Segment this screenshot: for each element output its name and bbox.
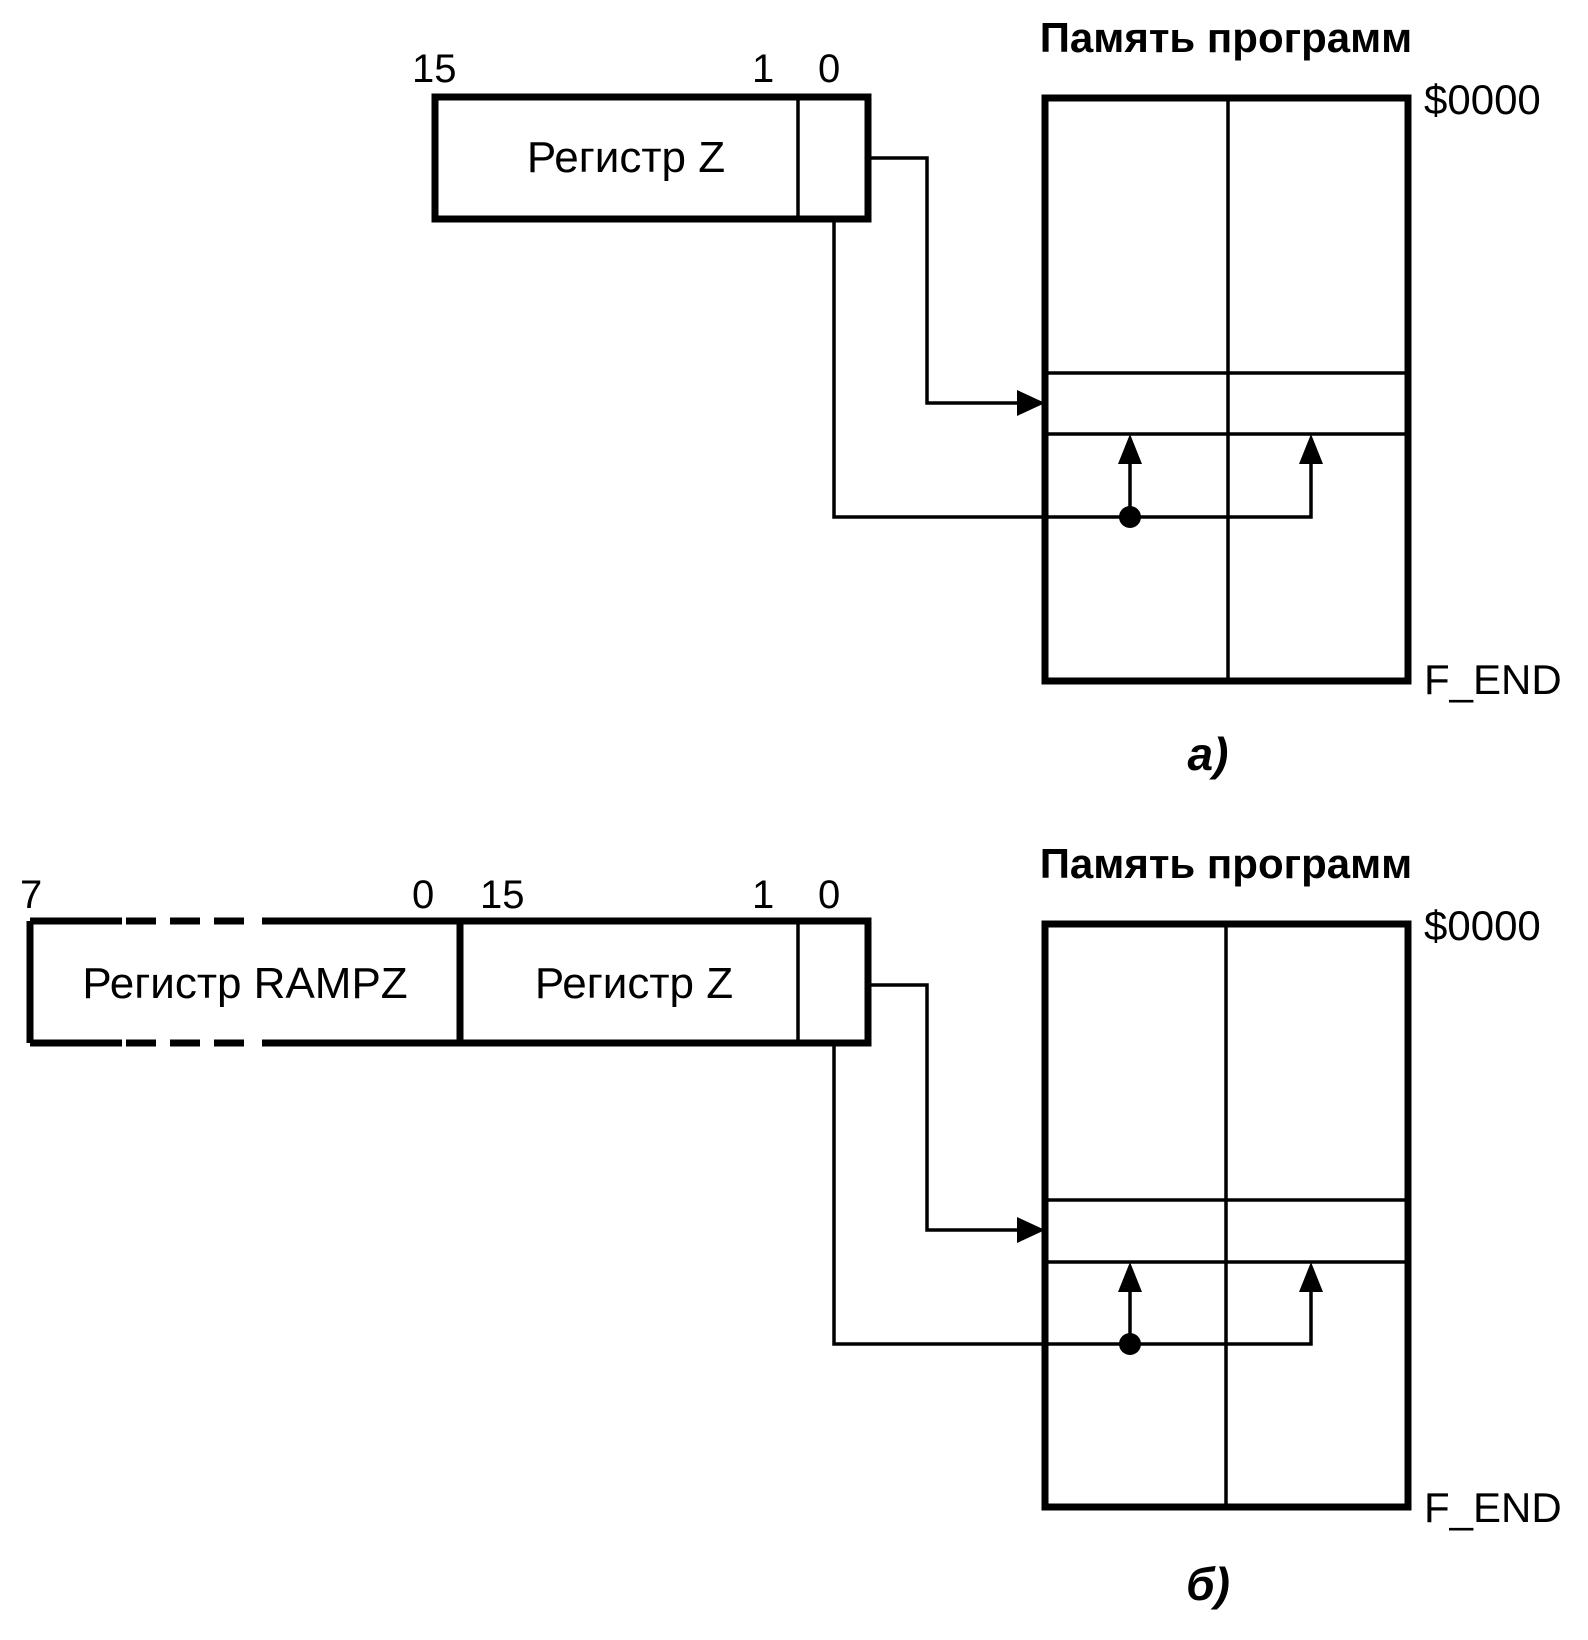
panel-b: 7 0 15 1 0 Регистр RAMPZ Регистр Z Памят… [20,840,1562,1610]
bit-1-label: 1 [752,47,774,91]
address-wire [868,983,1020,1232]
bit-1-label: 1 [752,873,774,917]
byte-select-wire [832,1043,1313,1346]
bit-15-label: 15 [412,47,457,91]
address-start-label: $0000 [1424,76,1541,123]
register-z-box [456,917,872,1047]
high-byte-arrow-icon [1299,434,1323,464]
caption-b: б) [1186,1558,1230,1610]
junction-dot [1119,1333,1141,1355]
low-byte-arrow-icon [1118,1262,1142,1292]
panel-a: 15 1 0 Регистр Z Память программ $0000 F… [412,14,1562,780]
address-wire [868,156,1020,405]
low-byte-arrow-icon [1118,434,1142,464]
register-rampz-label: Регистр RAMPZ [82,959,407,1008]
junction-dot [1119,506,1141,528]
bit-0-label: 0 [818,873,840,917]
program-memory [1041,920,1412,1511]
register-z: Регистр Z [431,93,872,223]
row-arrow-icon [1017,1217,1045,1243]
high-byte-arrow-icon [1299,1262,1323,1292]
program-memory-title: Память программ [1040,14,1413,61]
bit-0-label: 0 [818,47,840,91]
register-rampz: Регистр RAMPZ [26,917,460,1047]
program-memory [1041,94,1412,685]
caption-a: а) [1188,728,1229,780]
rampz-bit-7-label: 7 [20,873,42,917]
program-memory-title: Память программ [1040,840,1413,887]
address-end-label: F_END [1424,1484,1562,1531]
register-z: Регистр Z [456,917,872,1047]
register-z-label: Регистр Z [527,133,725,182]
address-end-label: F_END [1424,656,1562,703]
row-arrow-icon [1017,390,1045,416]
bit-15-label: 15 [480,873,525,917]
byte-select-wire [832,219,1313,519]
register-z-label: Регистр Z [535,959,733,1008]
rampz-bit-0-label: 0 [412,873,434,917]
address-start-label: $0000 [1424,902,1541,949]
